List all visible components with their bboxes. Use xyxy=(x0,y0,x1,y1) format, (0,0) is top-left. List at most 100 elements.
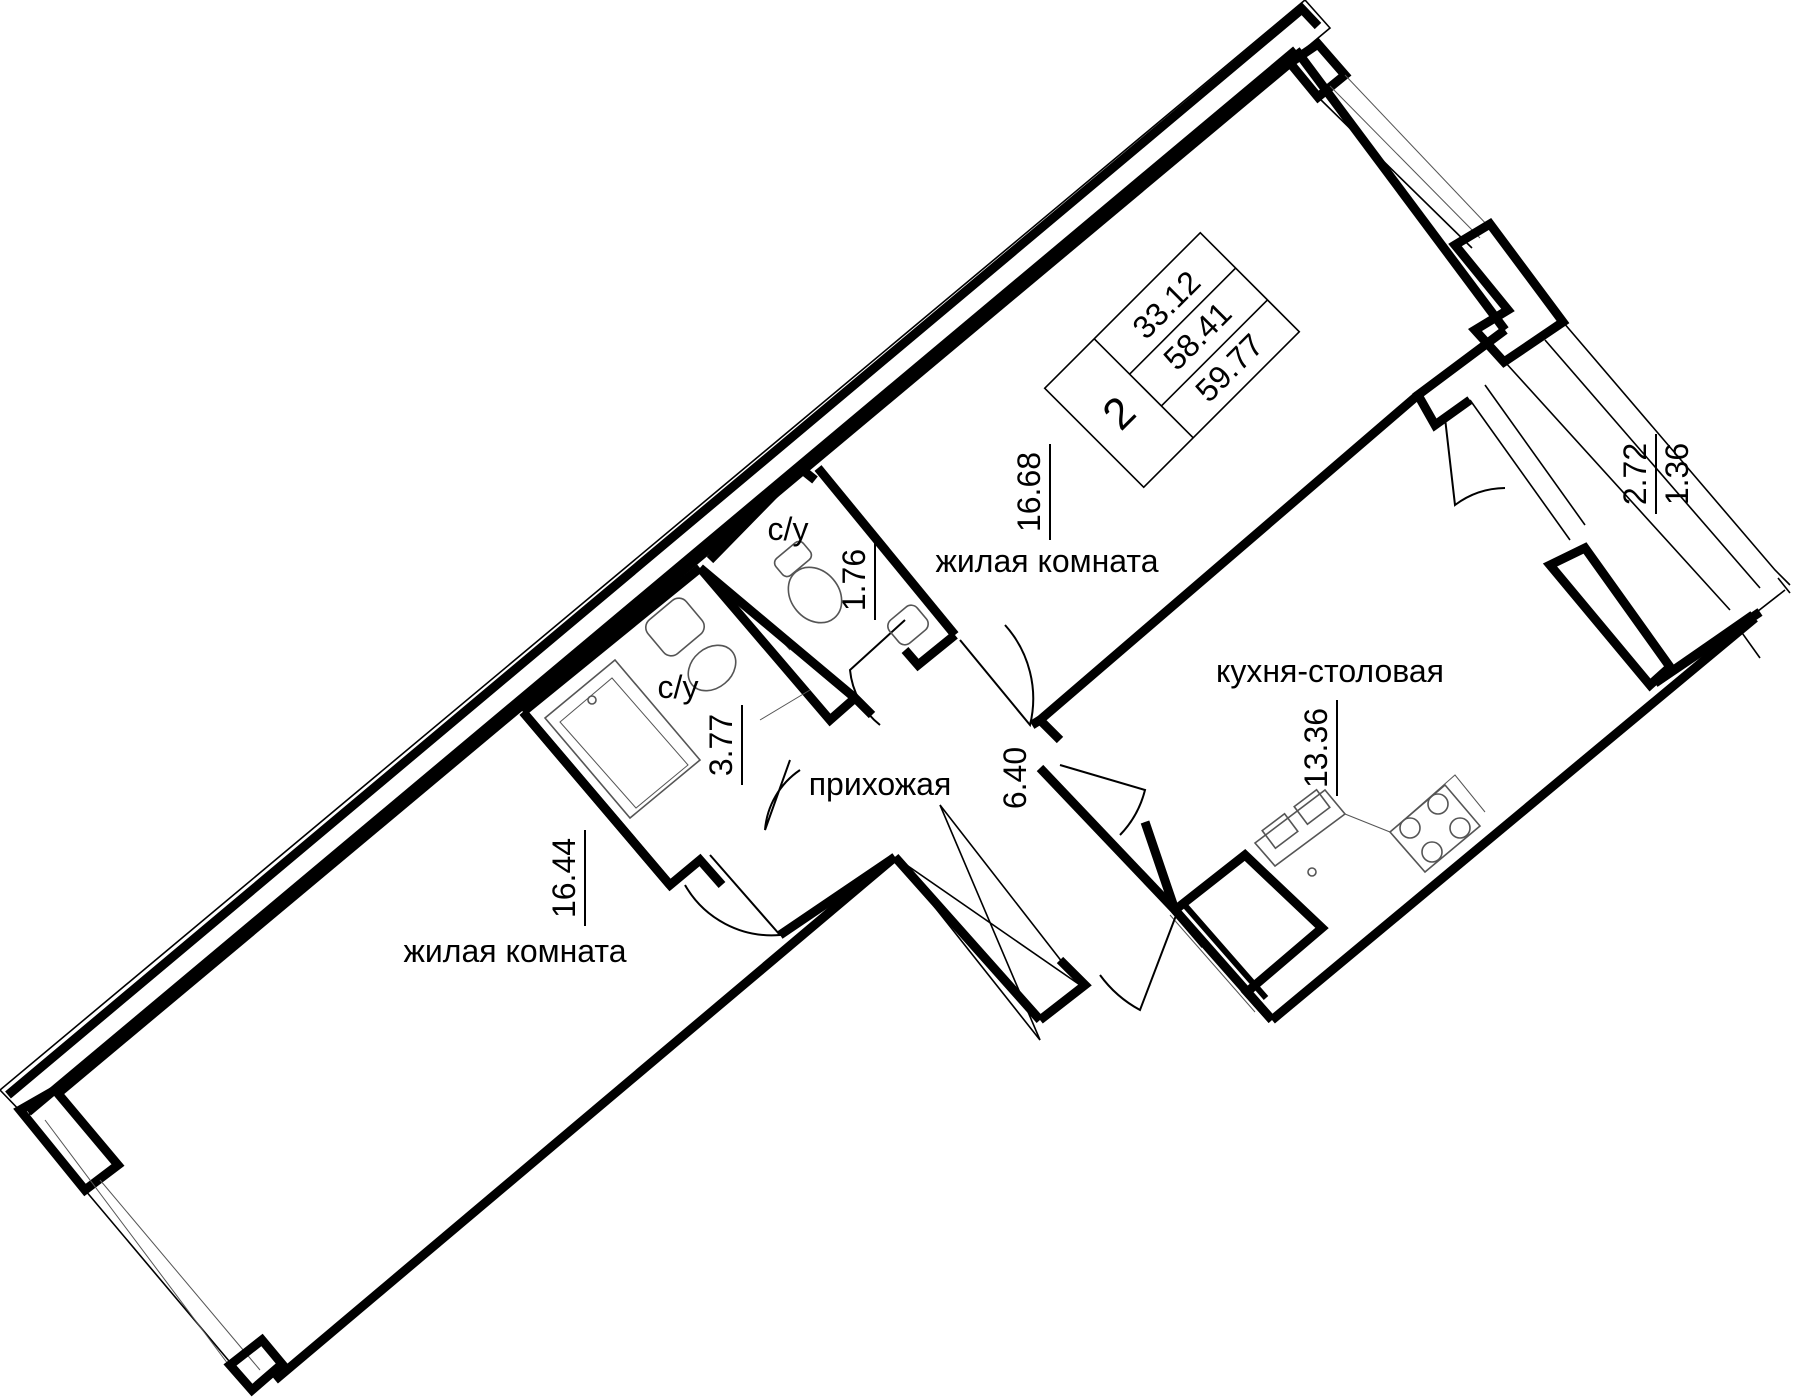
sink-bowl-1 xyxy=(1261,812,1299,850)
toilet-sink xyxy=(887,604,929,646)
lower-window-glass-2 xyxy=(44,1119,241,1381)
kitchen-door-swing xyxy=(1059,764,1147,836)
bathroom-area: 3.77 xyxy=(703,714,739,776)
living-room-1-name: жилая комната xyxy=(936,543,1159,579)
facade-inner-line xyxy=(25,46,1299,1116)
bathtub-inner xyxy=(559,677,689,809)
lower-room-right-wall xyxy=(272,853,898,1384)
hall-kitchen-jamb xyxy=(1036,716,1064,744)
sink-tap xyxy=(1307,867,1317,877)
stamp-row-1 xyxy=(1129,267,1237,375)
balcony-area: 2.72 xyxy=(1617,443,1653,505)
bath-cabinet xyxy=(759,689,811,721)
window-pier-right xyxy=(1448,218,1570,368)
toilet-door-swing xyxy=(848,619,906,726)
corner-pier-bottom xyxy=(13,1084,125,1197)
facade-outer-line xyxy=(5,2,1322,1099)
bath-sink xyxy=(644,597,706,657)
living-room-1-area: 16.68 xyxy=(1011,452,1047,532)
bathroom-right-wall xyxy=(696,565,876,727)
balcony-door-swing xyxy=(1444,417,1506,507)
burner-4 xyxy=(1449,817,1471,839)
bathroom-door-swing xyxy=(764,759,801,831)
balcony-line-2 xyxy=(1484,384,1586,526)
toilet-name: с/у xyxy=(768,511,809,547)
lower-room-top-wall xyxy=(519,709,674,888)
kitchen-name: кухня-столовая xyxy=(1216,653,1444,689)
lower-window-frame xyxy=(84,1189,246,1381)
hallway-area-group: 6.40 xyxy=(997,747,1033,809)
bath-toilet xyxy=(687,644,737,692)
burner-3 xyxy=(1421,841,1443,863)
bathroom-name: с/у xyxy=(658,669,699,705)
kitchen-equipment xyxy=(1253,774,1486,877)
sink-bowl-2 xyxy=(1293,788,1331,826)
toilet-jamb xyxy=(901,631,958,672)
toilet-room xyxy=(697,461,959,702)
entrance-cross-1 xyxy=(894,856,1041,1041)
balcony-end-tick xyxy=(1777,577,1791,594)
living-room-2-area: 16.44 xyxy=(546,838,582,918)
hallway xyxy=(891,716,1209,1041)
toilet-left-wall xyxy=(697,564,858,702)
bathtub-drain xyxy=(587,695,597,705)
kitchen-corner xyxy=(1412,326,1508,432)
stamp-row-2 xyxy=(1160,299,1269,407)
hallway-name: прихожая xyxy=(809,766,952,802)
upper-room-window xyxy=(1283,38,1570,368)
bathroom-top-wall xyxy=(520,564,703,716)
upper-room-door-swing xyxy=(959,624,1035,728)
doors xyxy=(684,417,1506,1012)
lower-window-glass xyxy=(99,1179,261,1371)
window-glass-line-2 xyxy=(1329,85,1481,239)
balcony-area-group: 2.72 1.36 xyxy=(1617,434,1695,514)
toilet-area-group: 1.76 xyxy=(836,540,876,620)
burner-1 xyxy=(1399,817,1421,839)
balcony-side-pier xyxy=(1542,542,1676,692)
toilet-top-wall xyxy=(706,461,818,564)
toilet-tank xyxy=(773,540,813,578)
entrance-diag-2 xyxy=(939,804,1041,1041)
bathroom-area-group: 3.77 xyxy=(703,705,743,785)
upper-room-door-jamb xyxy=(1029,716,1043,729)
toilet-right-wall xyxy=(814,465,959,638)
window-glass-line xyxy=(1344,74,1491,229)
living-room-1-area-group: 16.68 xyxy=(1011,444,1051,540)
kitchen-radiator xyxy=(1179,900,1269,1000)
hall-left-wall xyxy=(891,854,1044,1023)
balcony-reduced-area: 1.36 xyxy=(1659,443,1695,505)
stove xyxy=(1388,783,1482,874)
hallway-area: 6.40 xyxy=(997,747,1033,809)
room-labels: 16.68 жилая комната 1.76 с/у с/у 3.77 пр… xyxy=(404,434,1695,969)
kitchen-area: 13.36 xyxy=(1298,708,1334,788)
entrance-pier xyxy=(1037,956,1092,1024)
balcony-rail-inner xyxy=(1544,339,1761,589)
rooms-count: 2 xyxy=(1093,387,1145,439)
kitchen-right-wall xyxy=(1269,614,1758,1024)
counter-line xyxy=(1344,774,1486,833)
entrance-diag-1 xyxy=(894,856,1081,986)
lower-room-walls xyxy=(13,709,898,1397)
summary-stamp: 2 33.12 58.41 59.77 xyxy=(1043,231,1301,489)
entrance-door-swing xyxy=(1099,904,1181,1012)
toilet-area: 1.76 xyxy=(836,549,872,611)
burner-2 xyxy=(1427,793,1449,815)
kitchen-window-tick xyxy=(1739,629,1761,659)
living-room-2-area-group: 16.44 xyxy=(546,830,586,926)
stamp-divider xyxy=(1093,338,1194,439)
facade-inner-line-2 xyxy=(53,59,1293,1099)
living-room-2-name: жилая комната xyxy=(404,933,627,969)
upper-room-bottom-wall xyxy=(1037,391,1421,724)
kitchen-radiator-2 xyxy=(1169,914,1256,1013)
bathtub xyxy=(543,658,702,820)
right-walls xyxy=(1029,47,1509,729)
balcony-rail-inner-2 xyxy=(1504,361,1731,611)
balcony-line-1 xyxy=(1469,399,1571,541)
stamp-frame xyxy=(1043,231,1301,489)
lower-room-door-swing xyxy=(684,854,783,937)
upper-room-right-wall xyxy=(1292,47,1509,333)
balcony-rail-outer xyxy=(1562,321,1791,586)
hall-right-wall xyxy=(1036,764,1179,914)
kitchen-area-group: 13.36 xyxy=(1298,700,1338,796)
